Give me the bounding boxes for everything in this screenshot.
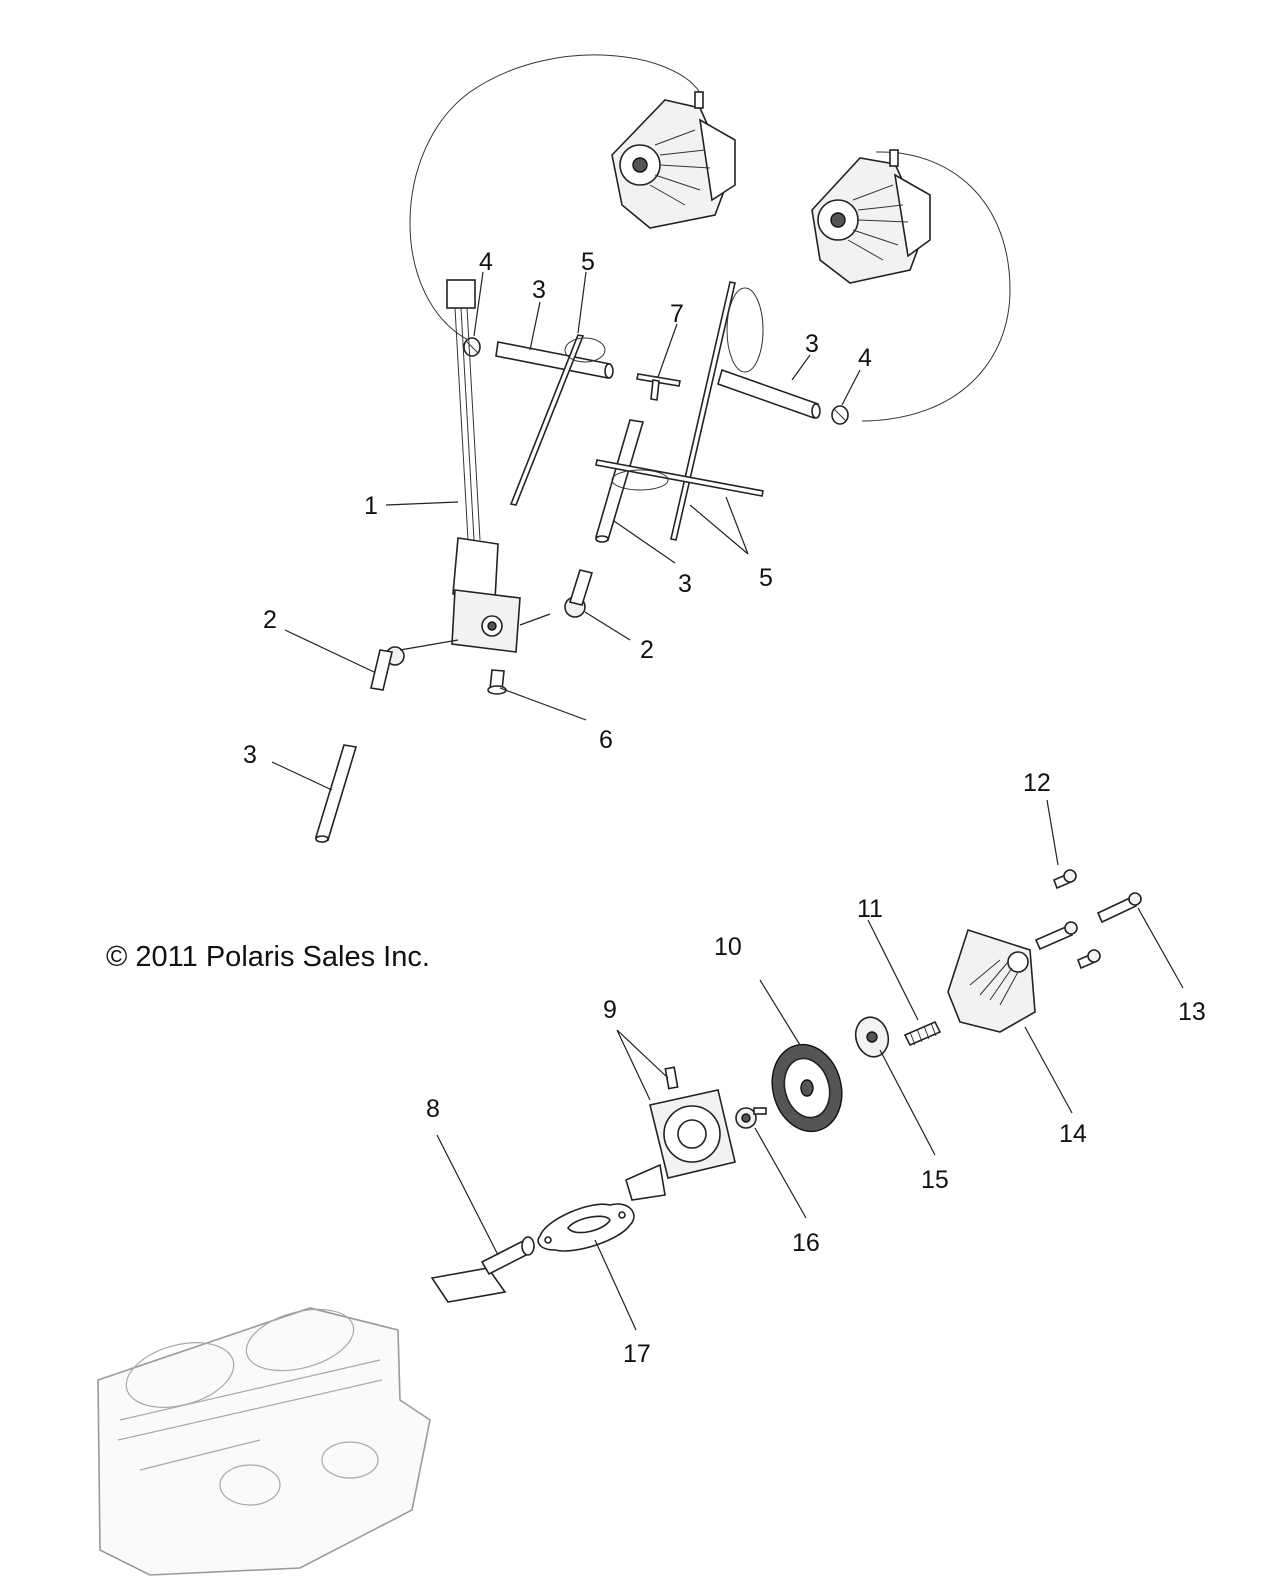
hose-3-upper-right: [717, 368, 821, 420]
diaphragm-10: [771, 1043, 843, 1133]
gasket-17: [537, 1203, 635, 1252]
screw-12-bottom: [1076, 949, 1101, 970]
callout-11: 11: [857, 895, 883, 923]
bolt-13-lower: [1034, 921, 1078, 951]
hose-route-right: [861, 151, 1011, 422]
pump-base-9: [625, 1066, 736, 1201]
callout-4-right: 4: [858, 344, 872, 372]
engine-block-ghost: [97, 1307, 431, 1576]
callout-9: 9: [603, 996, 617, 1024]
pump-assembly-right: [811, 149, 931, 284]
callout-16: 16: [792, 1229, 820, 1257]
callout-1: 1: [364, 492, 378, 520]
callout-8: 8: [426, 1095, 440, 1123]
callout-5-left: 5: [581, 248, 595, 276]
plate-15: [854, 1016, 890, 1058]
valve-16: [735, 1107, 767, 1129]
callout-5-right: 5: [759, 564, 773, 592]
cable-tie-5-left: [509, 334, 606, 506]
callout-2-left: 2: [263, 606, 277, 634]
screw-12-top: [1052, 869, 1077, 890]
clamp-4-left: [463, 337, 481, 357]
callout-17: 17: [623, 1340, 651, 1368]
callout-10: 10: [714, 933, 742, 961]
spring-11: [903, 1020, 942, 1047]
cable-tie-5-flat: [595, 459, 764, 497]
callout-3-middle: 3: [678, 570, 692, 598]
hose-route-left: [409, 54, 704, 342]
callout-3-upper-right: 3: [805, 330, 819, 358]
check-valve-8: [430, 1236, 535, 1303]
callout-4-left: 4: [479, 248, 493, 276]
callout-15: 15: [921, 1166, 949, 1194]
clamp-4-right: [831, 405, 849, 425]
callout-13: 13: [1178, 998, 1206, 1026]
copyright-text: © 2011 Polaris Sales Inc.: [106, 941, 430, 973]
sensor-1: [446, 279, 521, 653]
callout-7: 7: [670, 300, 684, 328]
callout-2-right: 2: [640, 636, 654, 664]
cover-14: [947, 928, 1036, 1033]
screw-6: [487, 669, 507, 695]
callout-3-upper-left: 3: [532, 276, 546, 304]
hose-3-lower: [314, 744, 358, 843]
elbow-fitting-2-left: [370, 646, 405, 691]
callout-3-lower: 3: [243, 741, 257, 769]
bolt-13-upper: [1096, 892, 1142, 924]
tee-fitting-7: [636, 373, 681, 401]
callout-12: 12: [1023, 769, 1051, 797]
callout-6: 6: [599, 726, 613, 754]
cable-tie-5-right: [670, 281, 764, 541]
callout-14: 14: [1059, 1120, 1087, 1148]
pump-assembly-left: [611, 91, 736, 229]
leader-lines: [271, 271, 1184, 1331]
hose-3-middle: [594, 419, 645, 543]
elbow-fitting-2-right: [564, 569, 594, 618]
